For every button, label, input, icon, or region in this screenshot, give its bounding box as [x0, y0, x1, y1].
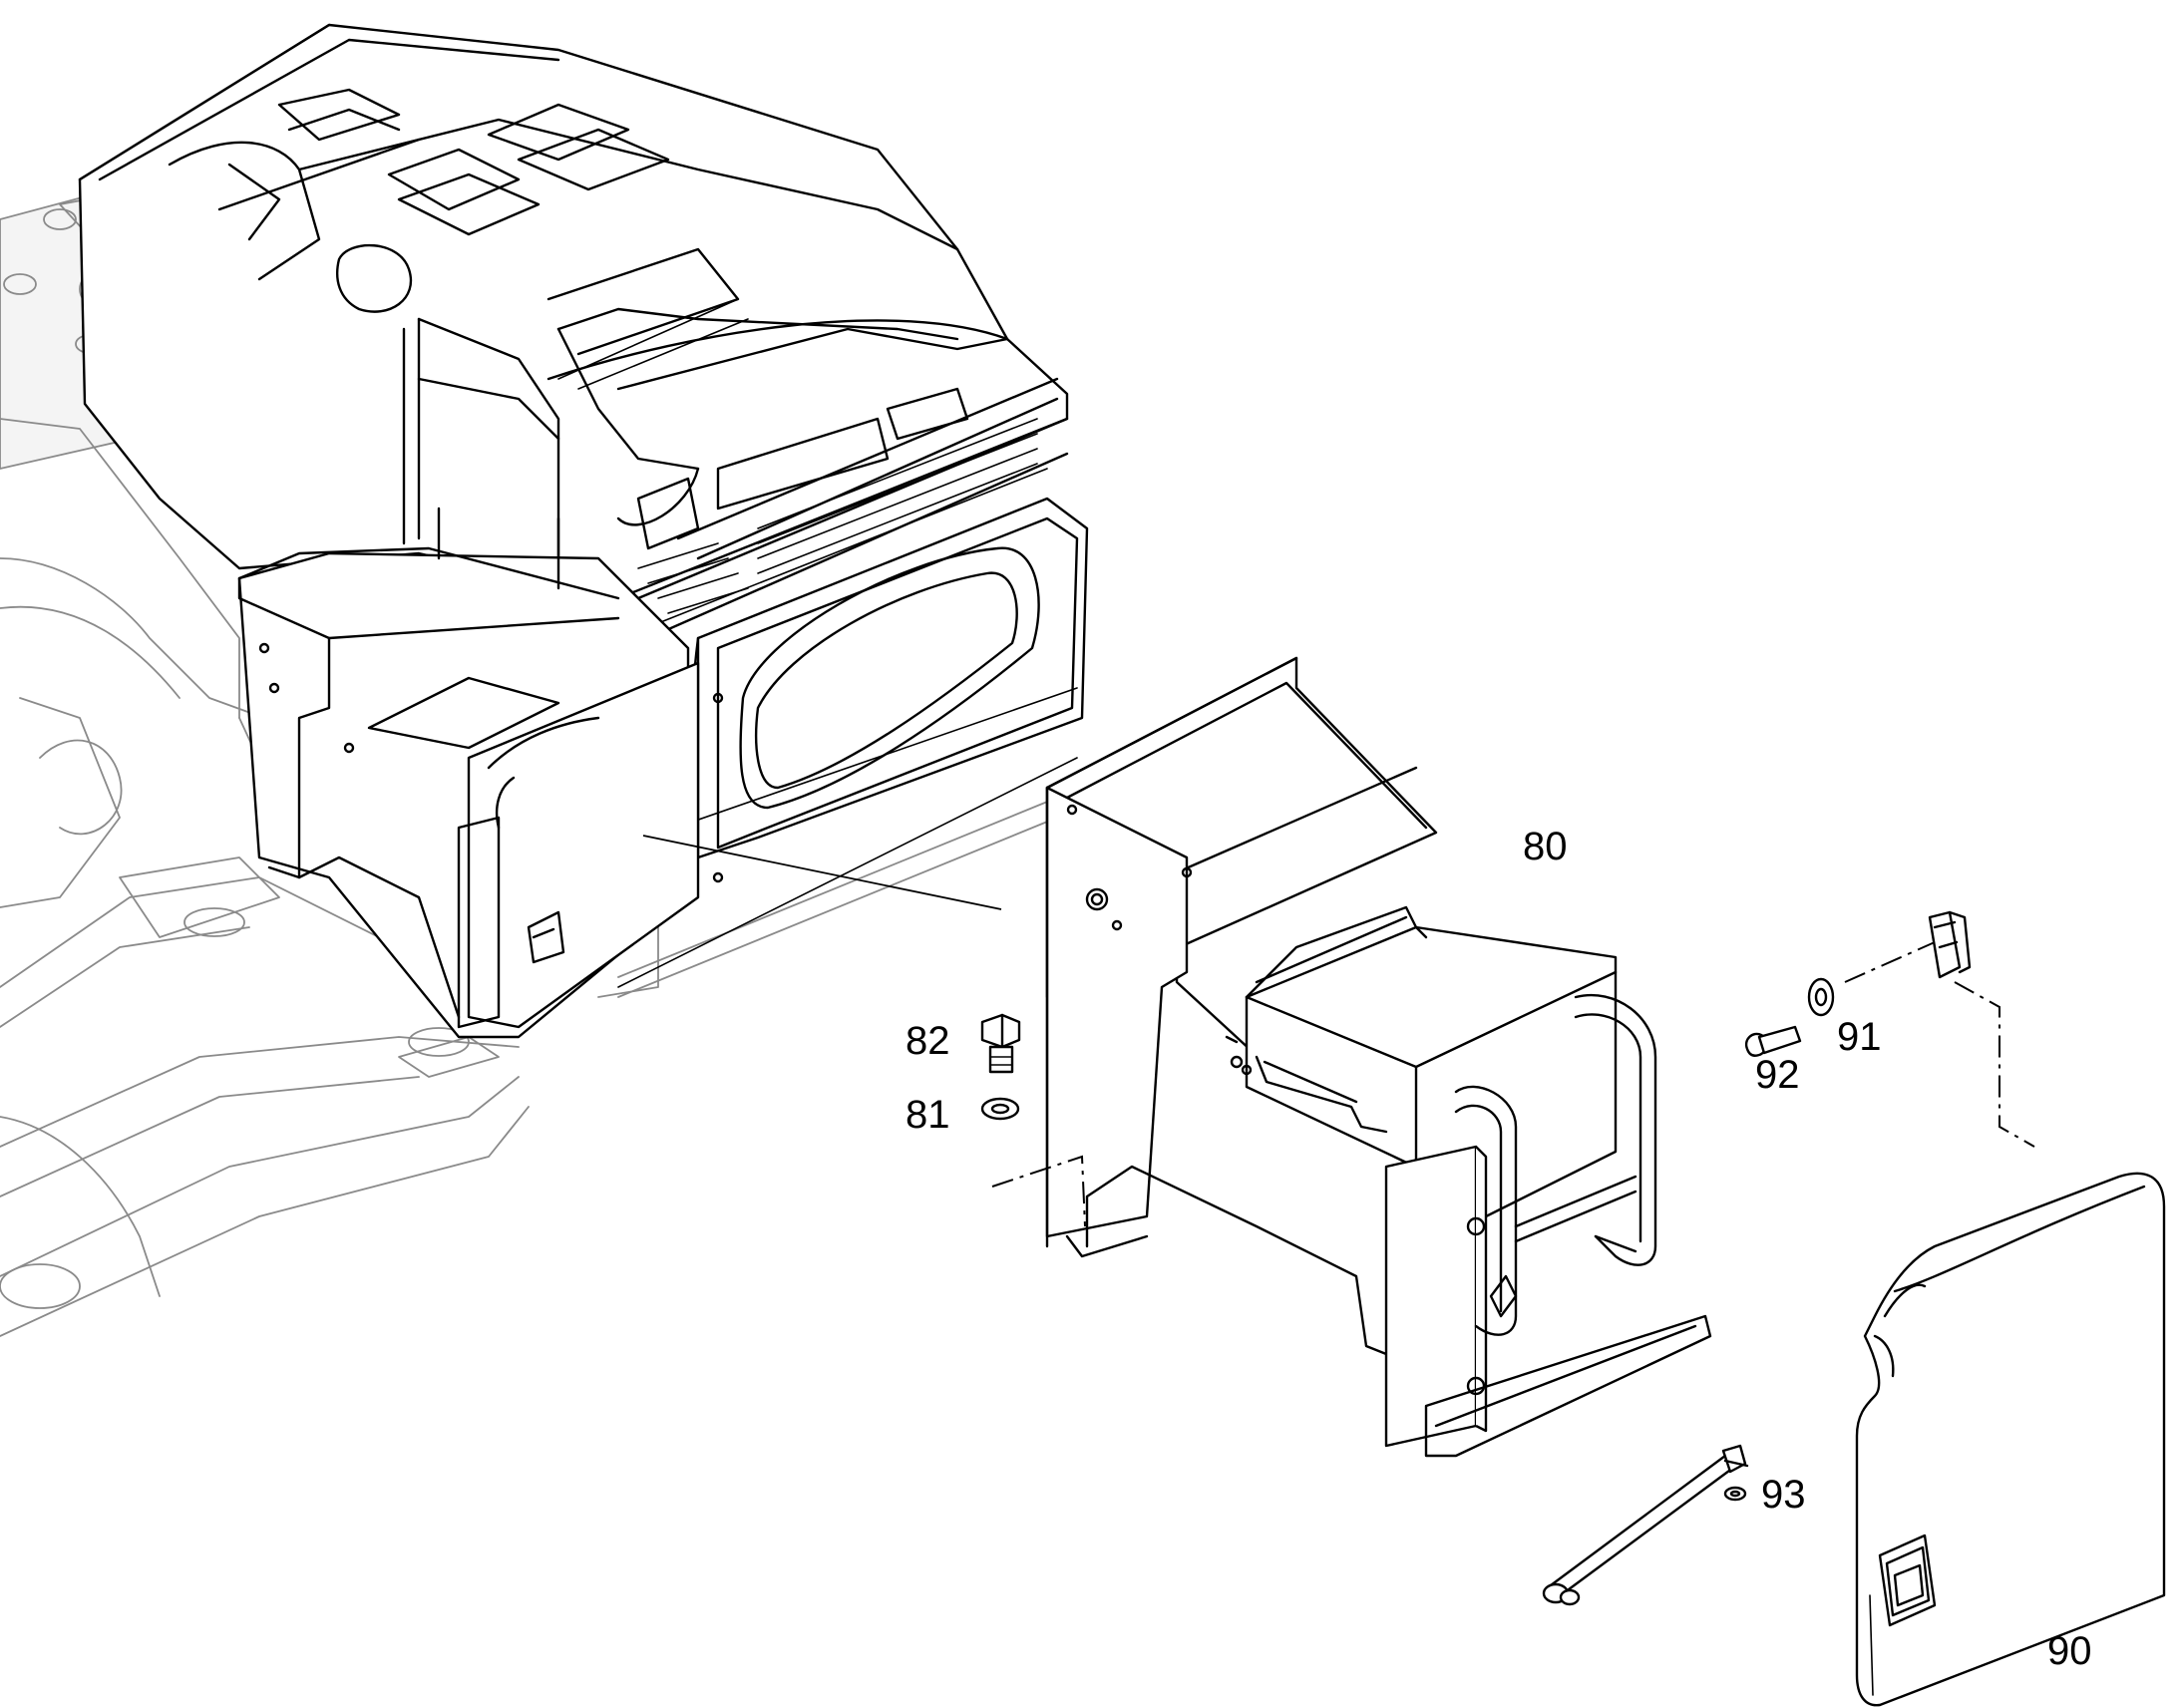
dashdot-line-bracket-to-90 — [1954, 981, 2035, 1148]
callout-82: 82 — [906, 1019, 950, 1063]
callout-90: 90 — [2047, 1629, 2092, 1673]
installed-box-housing — [237, 507, 724, 1039]
part-91-washer — [1807, 977, 1835, 1017]
leader-line-installed-to-80 — [642, 835, 1002, 910]
callout-92: 92 — [1755, 1053, 1800, 1097]
part-81-washer — [980, 1097, 1020, 1121]
machine-side-door — [617, 497, 1089, 988]
dashdot-line-91-to-bracket — [1844, 941, 1936, 983]
callout-93: 93 — [1761, 1473, 1806, 1517]
part-90-door-panel — [1855, 1172, 2166, 1707]
part-93-washer — [1723, 1486, 1747, 1502]
hinge-bracket — [1928, 910, 1972, 979]
callout-91: 91 — [1837, 1015, 1882, 1059]
engine-hood-assembly — [78, 23, 1069, 640]
part-80-storage-box — [1045, 656, 1712, 1458]
part-93-support-rod — [1542, 1444, 1749, 1606]
hood-grille-slots — [557, 298, 1048, 624]
part-82-bolt — [980, 1013, 1021, 1074]
callout-80: 80 — [1523, 825, 1568, 868]
dashdot-line-81-to-80 — [991, 1155, 1086, 1227]
part-92-screw — [1744, 1025, 1802, 1057]
callout-81: 81 — [906, 1093, 950, 1137]
